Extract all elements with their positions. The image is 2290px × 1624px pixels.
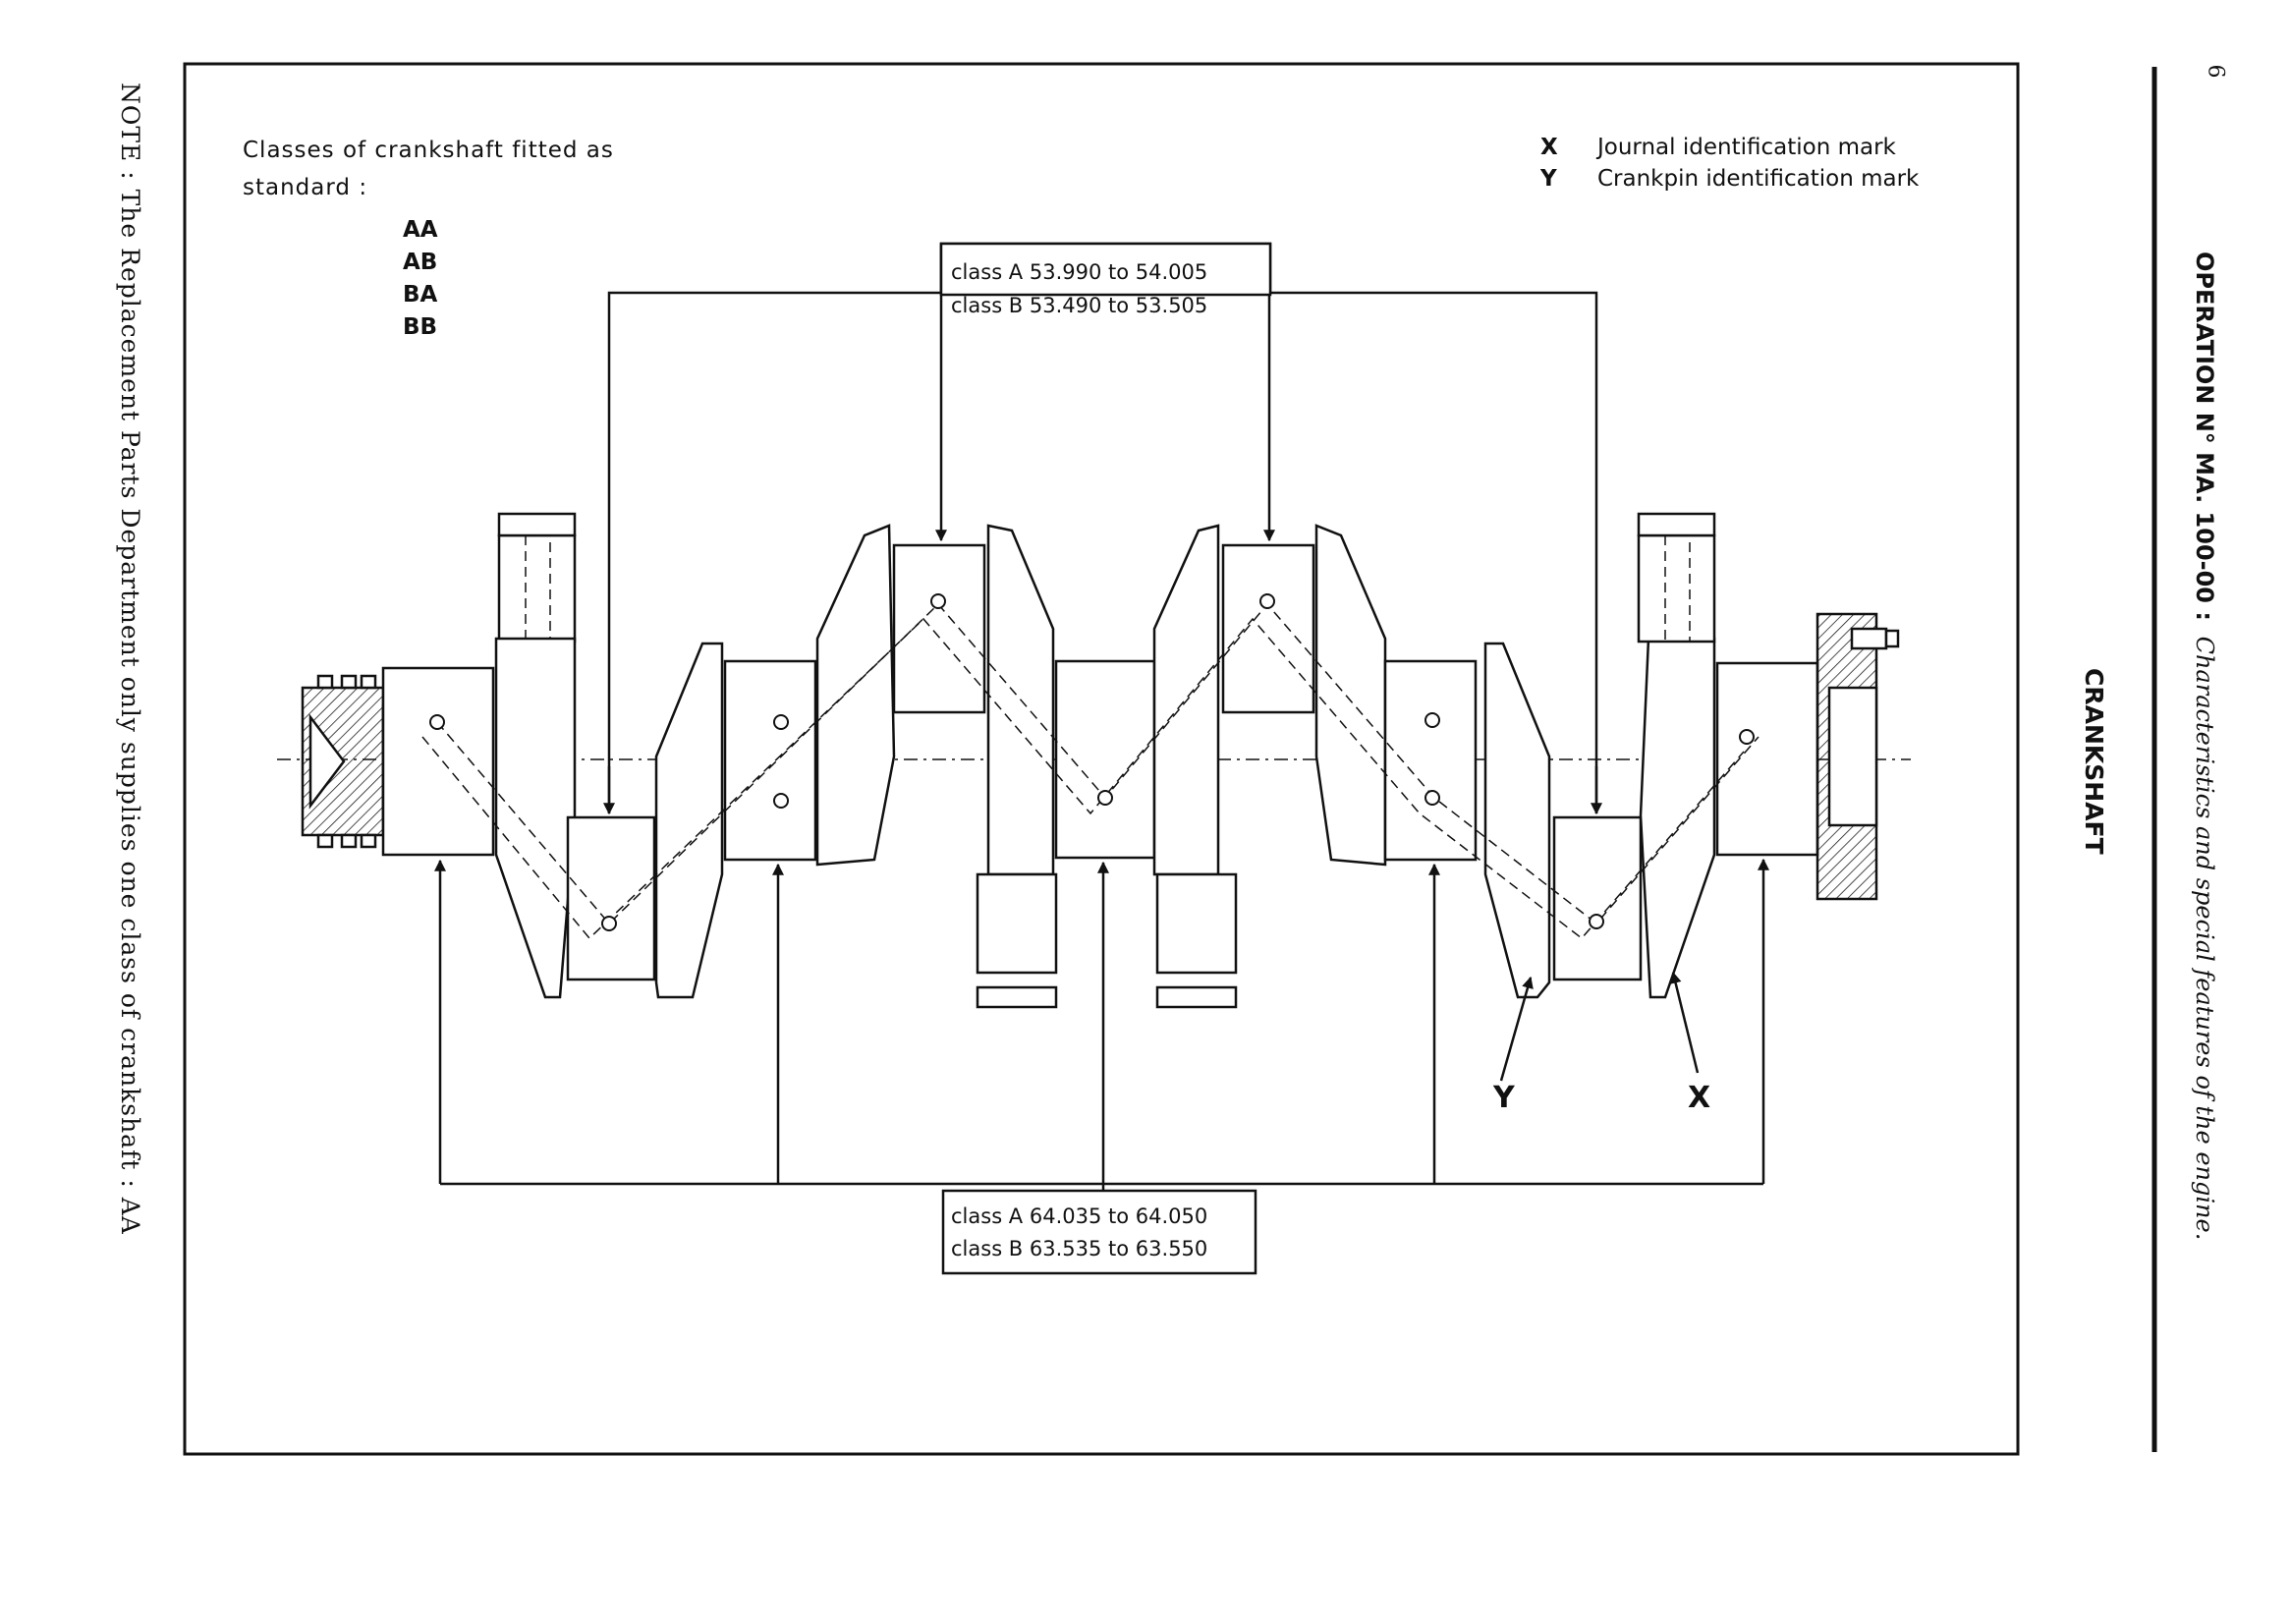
crankpin-1 xyxy=(566,815,656,981)
legend-row: Y Crankpin identification mark xyxy=(1540,163,1919,195)
journal-leaders xyxy=(434,858,1769,1194)
crank-web-6 xyxy=(1314,524,1387,867)
journal-box: class A 64.035 to 64.050 class B 63.535 … xyxy=(951,1201,1251,1265)
crankshaft-front-end xyxy=(301,674,401,849)
legend-key: X xyxy=(1540,135,1558,160)
main-journal-4 xyxy=(1383,659,1478,862)
main-journal-3 xyxy=(1054,659,1156,860)
crankpin-2 xyxy=(892,543,986,714)
classes-line1: Classes of crankshaft fitted as xyxy=(243,138,614,163)
classes-block: Classes of crankshaft fitted as standard… xyxy=(243,132,614,206)
crankpin-4 xyxy=(1552,815,1643,981)
main-journal-2 xyxy=(723,659,817,862)
crankpin-class-a: class A 53.990 to 54.005 xyxy=(951,260,1208,284)
main-journal-5 xyxy=(1715,661,1819,857)
crank-web-2 xyxy=(654,642,724,999)
mark-pointers xyxy=(1499,971,1700,1082)
crankpin-3 xyxy=(1221,543,1315,714)
y-mark-label: Y xyxy=(1493,1081,1515,1115)
crank-web-3 xyxy=(815,524,896,867)
crank-web-7 xyxy=(1483,642,1551,999)
crank-web-1 xyxy=(494,512,577,999)
legend-row: X Journal identification mark xyxy=(1540,132,1919,163)
class-item: BB xyxy=(403,314,438,340)
diagram-frame xyxy=(183,62,2020,1456)
crank-web-8 xyxy=(1637,512,1716,999)
classes-list: AA AB BA BB xyxy=(403,214,438,344)
journal-class-b: class B 63.535 to 63.550 xyxy=(951,1237,1208,1260)
x-mark-label: X xyxy=(1688,1081,1711,1115)
journal-box-frame xyxy=(941,1189,1257,1275)
class-item: BA xyxy=(403,282,438,308)
identification-marks xyxy=(429,593,1755,931)
legend-key: Y xyxy=(1540,166,1557,192)
class-item: AB xyxy=(403,250,438,275)
flywheel-flange xyxy=(1815,612,1900,901)
legend: X Journal identification mark Y Crankpin i… xyxy=(1540,132,1919,195)
legend-text: Journal identification mark xyxy=(1597,135,1896,160)
crankshaft-drawing xyxy=(277,512,1911,1009)
oilways xyxy=(421,602,1759,940)
classes-line2: standard : xyxy=(243,175,368,200)
class-item: AA xyxy=(403,217,438,243)
legend-text: Crankpin identification mark xyxy=(1597,166,1920,192)
crankpin-class-b: class B 53.490 to 53.505 xyxy=(951,294,1208,317)
journal-class-a: class A 64.035 to 64.050 xyxy=(951,1204,1208,1228)
crankpin-box: class A 53.990 to 54.005 class B 53.490 … xyxy=(951,255,1265,322)
main-journal-1 xyxy=(381,666,495,857)
crank-web-4 xyxy=(976,524,1058,1009)
